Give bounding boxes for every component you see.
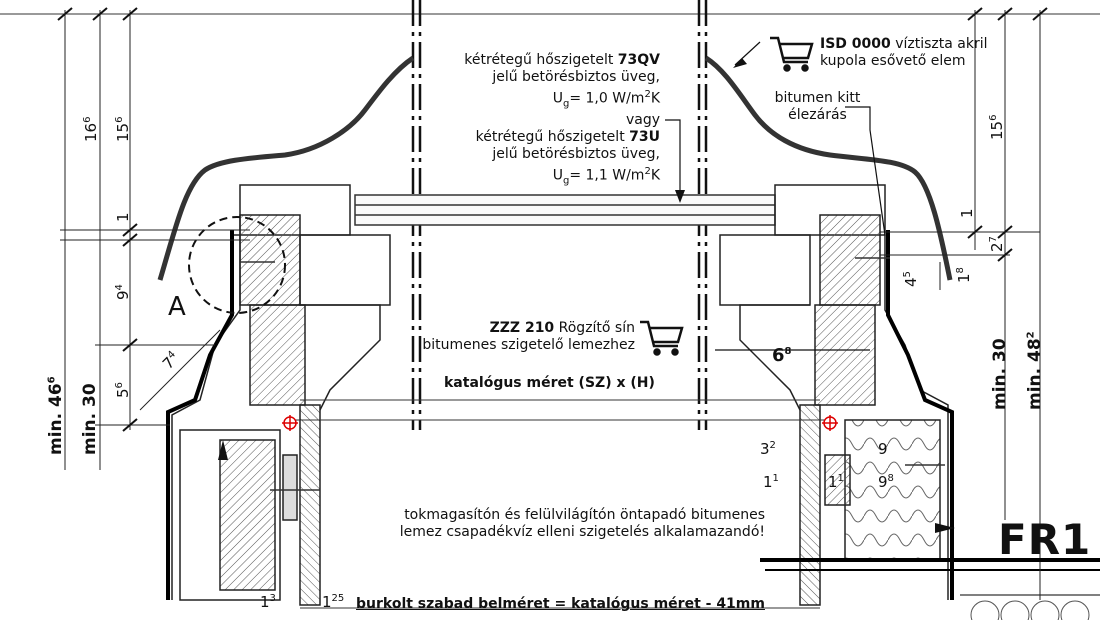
clear-size-label: burkolt szabad belméret = katalógus mére… (356, 596, 765, 612)
dim-1-right: 1 (958, 208, 976, 218)
dim-1-3: 13 (260, 593, 276, 611)
glass-pane (354, 194, 776, 226)
right-dimension-lines (880, 10, 1041, 600)
insulation-circles (970, 600, 1090, 620)
dim-15-6-right: 156 (988, 114, 1006, 140)
dim-9: 9 (878, 440, 888, 458)
dim-3-2: 32 (760, 440, 776, 458)
glass-note-1: kétrétegű hőszigetelt 73QV jelű betörésb… (430, 52, 660, 190)
membrane-note: tokmagasítón és felülvilágítón öntapadó … (399, 507, 765, 540)
red-cross-markers (282, 415, 838, 431)
dim-1-25: 125 (322, 593, 345, 611)
rail-note: ZZZ 210 Rögzítő sín bitumenes szigetelő … (422, 320, 635, 353)
dim-1-1b: 11 (828, 473, 844, 491)
dim-6-8: 68 (772, 345, 792, 366)
dim-2-7: 27 (988, 236, 1006, 252)
left-dimension-lines (60, 10, 250, 470)
dome-note: ISD 0000 víztiszta akril kupola esővető … (820, 36, 988, 69)
dome-outline (157, 55, 953, 281)
dim-5-6: 56 (114, 382, 132, 398)
dim-4-5: 45 (902, 271, 920, 287)
left-frame (171, 184, 391, 606)
dim-min-30-right: min. 30 (990, 338, 1010, 410)
dim-1-1: 11 (763, 473, 779, 491)
arrow-heads (218, 58, 955, 533)
cart-icon (770, 36, 814, 72)
detail-a-label: A (168, 292, 186, 322)
section-label-fr1: FR1 (998, 515, 1092, 564)
dim-15-6-left: 156 (114, 116, 132, 142)
screws (240, 257, 945, 491)
catalog-size-label: katalógus méret (SZ) x (H) (444, 375, 655, 391)
dim-min-46-6: min. 466 (46, 376, 66, 455)
right-frame (719, 184, 949, 606)
leader-lines (665, 41, 886, 351)
dim-9-8: 98 (878, 473, 894, 491)
dim-1-8: 18 (955, 267, 973, 283)
dim-9-4: 94 (114, 284, 132, 300)
or-word: vagy (625, 112, 660, 129)
detail-a-circle (188, 216, 286, 314)
cart-icon (640, 320, 684, 356)
dim-16-6: 166 (82, 116, 100, 142)
right-dim-ticks (967, 7, 1048, 262)
bitumen-kitt-note: bitumen kitt élezárás (774, 90, 861, 123)
dim-min-30-left: min. 30 (80, 383, 100, 455)
roof-membranes (166, 230, 954, 600)
dim-min-48-2: min. 482 (1025, 331, 1045, 410)
left-dim-ticks (57, 7, 138, 432)
dim-1-left: 1 (114, 212, 132, 222)
